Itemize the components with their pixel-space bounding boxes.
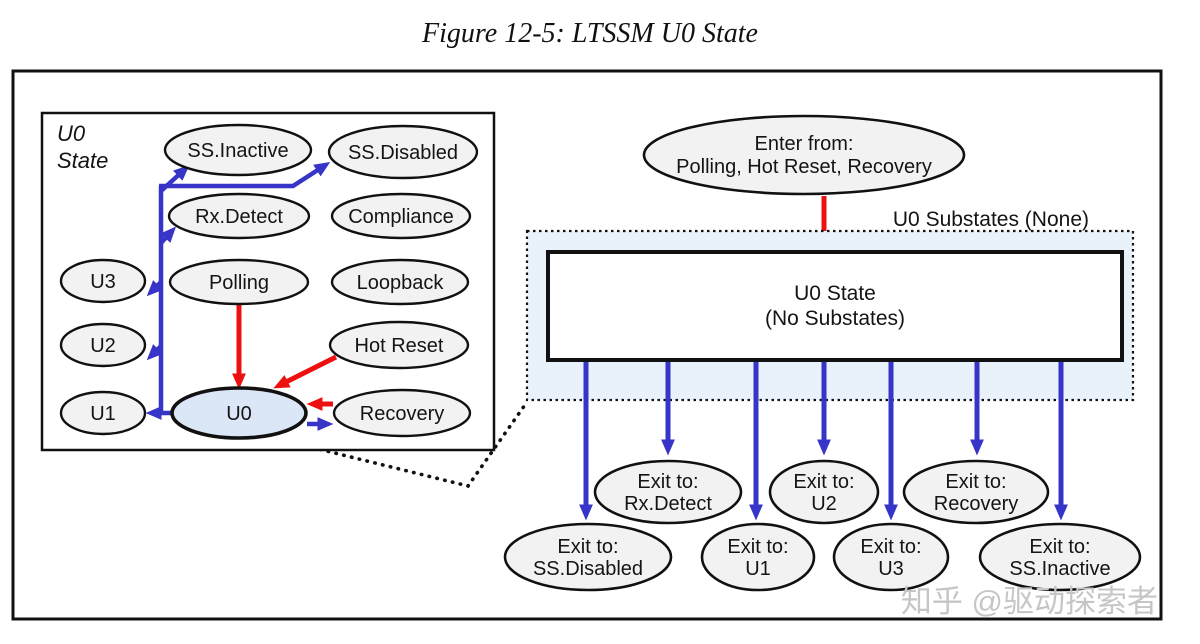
- arrow-to-ss-disabled: [159, 161, 331, 189]
- state-label: Compliance: [348, 206, 454, 228]
- exit-label-line1: Exit to:: [1029, 536, 1090, 558]
- enter-label-line2: Polling, Hot Reset, Recovery: [676, 156, 932, 178]
- state-ellipse: [330, 258, 470, 306]
- state-polling: Polling: [168, 258, 310, 306]
- arrow-to-rx-detect: [159, 226, 177, 245]
- u0-box-label-line2: (No Substates): [765, 307, 905, 330]
- exit-label-line2: U1: [745, 558, 771, 580]
- state-ellipse: [170, 386, 308, 440]
- state-ellipse: [163, 123, 313, 177]
- exit-ellipse-shape: [832, 522, 950, 592]
- panel-label-line2: State: [57, 148, 108, 173]
- exit-ellipse-shape: [902, 459, 1050, 525]
- substates-label: U0 Substates (None): [893, 208, 1089, 231]
- exit-label-line1: Exit to:: [637, 471, 698, 493]
- state-loopback: Loopback: [330, 258, 470, 306]
- state-ellipse: [327, 124, 479, 180]
- enter-ellipse-shape: [642, 114, 966, 196]
- ltssm-states: SS.Inactive SS.Disabled Rx.Detect Compli…: [59, 123, 479, 440]
- state-ellipse: [330, 192, 472, 240]
- exit-u3: Exit to: U3: [832, 522, 950, 592]
- state-u3: U3: [59, 258, 147, 304]
- u0-box-label-line1: U0 State: [794, 282, 876, 305]
- state-label: SS.Disabled: [348, 142, 458, 164]
- exit-u2: Exit to: U2: [768, 459, 880, 525]
- exit-label-line1: Exit to:: [727, 536, 788, 558]
- state-hot-reset: Hot Reset: [328, 320, 470, 370]
- state-label: U1: [90, 403, 116, 425]
- panel-label-line1: U0: [57, 121, 86, 146]
- exit-ellipses: Exit to: SS.Disabled Exit to: Rx.Detect …: [503, 459, 1142, 592]
- enter-from-ellipse: Enter from: Polling, Hot Reset, Recovery: [642, 114, 966, 196]
- zhihu-watermark: 知乎 @驱动探索者: [901, 584, 1158, 619]
- state-ellipse: [328, 320, 470, 370]
- state-ellipse: [59, 390, 147, 436]
- state-ellipse: [332, 388, 472, 438]
- exit-ellipse-shape: [768, 459, 880, 525]
- state-label: Hot Reset: [355, 335, 444, 357]
- state-recovery: Recovery: [332, 388, 472, 438]
- exit-ss-disabled: Exit to: SS.Disabled: [503, 522, 673, 592]
- state-label: Loopback: [357, 272, 445, 294]
- state-ellipse: [59, 258, 147, 304]
- figure-title: Figure 12-5: LTSSM U0 State: [421, 18, 758, 49]
- exit-u1: Exit to: U1: [700, 522, 816, 592]
- state-label: SS.Inactive: [187, 140, 288, 162]
- exit-ellipse-shape: [700, 522, 816, 592]
- state-label: Recovery: [360, 403, 444, 425]
- state-label: Polling: [209, 272, 269, 294]
- exit-label-line2: SS.Inactive: [1009, 558, 1110, 580]
- state-u2: U2: [59, 322, 147, 368]
- u0-state-box: U0 State (No Substates): [546, 250, 1124, 362]
- state-ellipse: [167, 192, 311, 240]
- exit-label-line1: Exit to:: [557, 536, 618, 558]
- u0-state-box-shape: [546, 250, 1124, 362]
- state-rx-detect: Rx.Detect: [167, 192, 311, 240]
- exit-label-line2: Rx.Detect: [624, 493, 712, 515]
- exit-recovery: Exit to: Recovery: [902, 459, 1050, 525]
- exit-label-line2: U3: [878, 558, 904, 580]
- arrow-to-u2: [146, 344, 163, 361]
- u0-entry-arrows-red: [232, 305, 338, 411]
- zoom-callout-dotted-line: [264, 400, 529, 489]
- state-ss-disabled: SS.Disabled: [327, 124, 479, 180]
- state-u1: U1: [59, 390, 147, 436]
- u0-box-exit-arrows: [579, 362, 1068, 521]
- state-ss-inactive: SS.Inactive: [163, 123, 313, 177]
- exit-rx-detect: Exit to: Rx.Detect: [593, 459, 743, 525]
- state-label: U0: [226, 403, 252, 425]
- exit-ellipse-shape: [978, 522, 1142, 592]
- exit-label-line1: Exit to:: [860, 536, 921, 558]
- exit-label-line1: Exit to:: [793, 471, 854, 493]
- arrow-hot-reset-to-u0: [273, 354, 338, 389]
- exit-ss-inactive: Exit to: SS.Inactive: [978, 522, 1142, 592]
- state-ellipse: [59, 322, 147, 368]
- state-compliance: Compliance: [330, 192, 472, 240]
- exit-label-line2: U2: [811, 493, 837, 515]
- state-u0-current: U0: [170, 386, 308, 440]
- exit-label-line1: Exit to:: [945, 471, 1006, 493]
- state-label: U2: [90, 335, 116, 357]
- ltssm-overview-panel: U0 State SS.Inactive: [40, 111, 496, 452]
- exit-label-line2: SS.Disabled: [533, 558, 643, 580]
- state-label: Rx.Detect: [195, 206, 283, 228]
- enter-label-line1: Enter from:: [755, 133, 854, 155]
- u0-exit-arrows-blue: [145, 161, 334, 431]
- state-label: U3: [90, 271, 116, 293]
- state-ellipse: [168, 258, 310, 306]
- arrow-to-u3: [146, 280, 163, 297]
- exit-label-line2: Recovery: [934, 493, 1018, 515]
- exit-ellipse-shape: [503, 522, 673, 592]
- exit-ellipse-shape: [593, 459, 743, 525]
- arrow-to-ss-inactive: [159, 164, 190, 193]
- u0-detail-panel: Enter from: Polling, Hot Reset, Recovery…: [503, 114, 1142, 592]
